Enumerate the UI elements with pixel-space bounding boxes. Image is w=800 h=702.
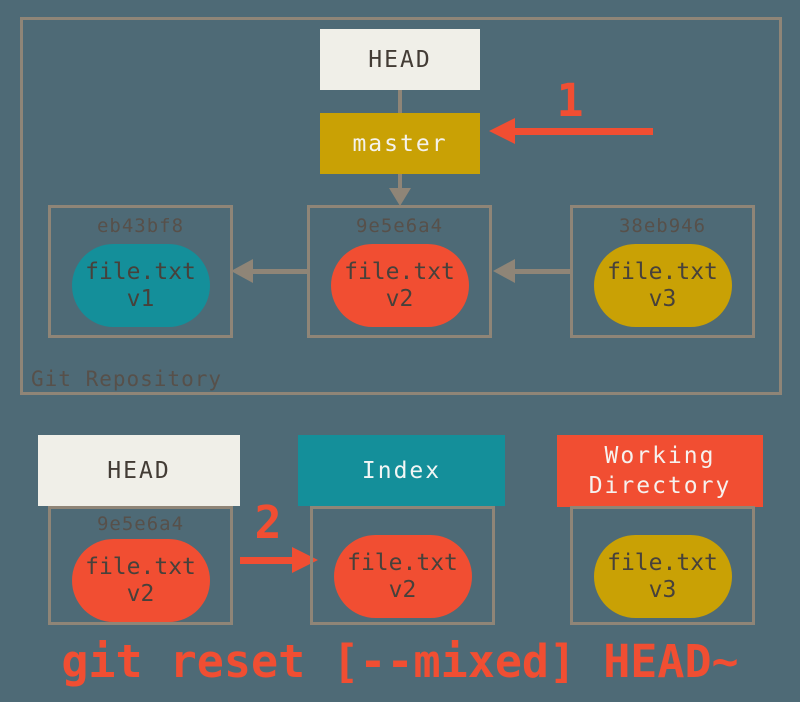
commit-parent-arrowhead-icon [493,259,515,283]
master-to-commit-arrowhead-icon [389,188,411,206]
head-ref-label: HEAD [368,46,432,73]
file-name: file.txt [344,258,455,285]
step-2-arrowhead-icon [292,547,318,573]
head-ref-box: HEAD [320,29,480,90]
file-name: file.txt [607,258,718,285]
git-repository-frame [20,17,782,395]
commit-parent-arrow-line [253,269,307,274]
step-2-label: 2 [254,496,282,549]
head-area-title: HEAD [107,457,171,484]
step-1-arrow-line [515,128,653,135]
working-directory-title: Working Directory [588,443,732,499]
file-name: file.txt [347,549,458,576]
working-directory-header: Working Directory [557,435,763,507]
head-area-header: HEAD [38,435,240,506]
commit-box-eb43bf8: eb43bf8 file.txt v1 [48,205,233,338]
commit-box-9e5e6a4: 9e5e6a4 file.txt v2 [307,205,492,338]
commit-box-38eb946: 38eb946 file.txt v3 [570,205,755,338]
file-version: v2 [126,580,155,607]
file-version: v1 [126,285,155,312]
index-file-blob-v2: file.txt v2 [333,535,472,618]
commit-hash: 9e5e6a4 [355,215,444,237]
head-area-box: 9e5e6a4 file.txt v2 [48,506,233,625]
file-blob-v2: file.txt v2 [330,244,469,327]
commit-hash: 38eb946 [618,215,707,237]
file-blob-v3: file.txt v3 [593,244,732,327]
file-version: v3 [648,285,677,312]
working-directory-box: file.txt v3 [570,506,755,625]
master-to-commit-line [398,174,402,188]
file-name: file.txt [85,258,196,285]
master-branch-box: master [320,113,480,174]
index-area-box: file.txt v2 [310,506,495,625]
master-branch-label: master [352,130,448,157]
file-name: file.txt [607,549,718,576]
step-1-arrowhead-icon [489,118,515,144]
head-to-master-connector [398,90,402,113]
file-version: v2 [385,285,414,312]
step-2-arrow-line [240,557,292,564]
commit-hash: eb43bf8 [96,215,185,237]
git-repository-label: Git Repository [31,367,223,391]
index-area-title: Index [361,457,442,484]
file-name: file.txt [85,553,196,580]
head-area-hash: 9e5e6a4 [96,513,185,535]
file-blob-v1: file.txt v1 [71,244,210,327]
reset-command-caption: git reset [--mixed] HEAD~ [61,635,739,688]
commit-parent-arrowhead-icon [231,259,253,283]
working-directory-file-blob-v3: file.txt v3 [593,535,732,618]
file-version: v2 [388,576,417,603]
step-1-label: 1 [556,74,584,127]
commit-parent-arrow-line [515,269,570,274]
file-version: v3 [648,576,677,603]
head-file-blob-v2: file.txt v2 [71,539,210,622]
index-area-header: Index [298,435,505,506]
